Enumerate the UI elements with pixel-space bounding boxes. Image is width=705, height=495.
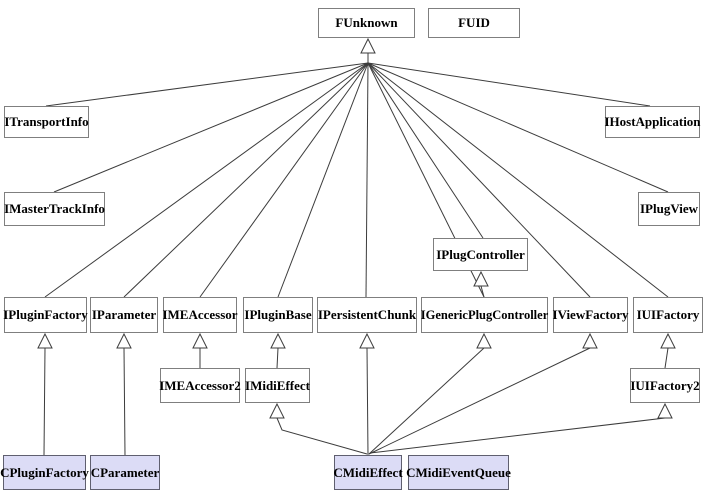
node-iuifactory2[interactable]: IUIFactory2: [630, 368, 700, 403]
edge-iuifactory2-iuifactory: [664, 347, 669, 369]
node-fuid[interactable]: FUID: [428, 8, 520, 38]
edge-cmidieffect-iviewfactory: [368, 347, 591, 455]
node-iparameter[interactable]: IParameter: [90, 297, 158, 333]
node-cpluginfactory[interactable]: CPluginFactory: [0, 455, 89, 490]
arrow-to-iplugcontroller: [473, 270, 489, 287]
edge-iplugcontroller-funknown: [367, 62, 484, 239]
node-iplugcontroller[interactable]: IPlugController: [433, 238, 528, 271]
node-imeaccessor[interactable]: IMEAccessor: [162, 297, 238, 333]
arrow-to-imidieffect: [269, 402, 285, 419]
node-iplugview[interactable]: IPlugView: [638, 192, 700, 226]
edge-cmidieffect-igenericplugcontroller: [368, 347, 485, 455]
arrow-to-iuifactory2: [657, 402, 673, 419]
edge-iuifactory-funknown: [367, 62, 669, 298]
edge-iparameter-funknown: [123, 62, 369, 298]
node-iviewfactory[interactable]: IViewFactory: [552, 297, 629, 333]
arrow-to-iparameter: [116, 332, 132, 349]
arrow-to-funknown: [360, 37, 376, 54]
edge-imastertrackinfo-funknown: [53, 62, 369, 193]
node-cmidieventqueue[interactable]: CMidiEventQueue: [406, 455, 511, 490]
node-funknown[interactable]: FUnknown: [318, 8, 415, 38]
arrow-to-ipluginfactory: [37, 332, 53, 349]
edge-ipluginbase-funknown: [277, 62, 369, 298]
edge-cpluginfactory-ipluginfactory: [43, 347, 46, 456]
edge-ipluginfactory-funknown: [44, 62, 369, 298]
node-ipluginbase[interactable]: IPluginBase: [243, 297, 313, 333]
node-itransportinfo[interactable]: ITransportInfo: [4, 106, 89, 138]
edge-cparameter-iparameter: [123, 347, 126, 456]
edge-ihostapplication-funknown: [367, 62, 651, 107]
arrow-to-ipersistentchunk: [359, 332, 375, 349]
node-ipluginfactory[interactable]: IPluginFactory: [3, 297, 88, 333]
arrow-to-igenericplugcontroller: [476, 332, 492, 349]
node-igenericplugcontroller[interactable]: IGenericPlugController: [421, 297, 548, 333]
edge-itransportinfo-funknown: [45, 62, 369, 107]
edge-cmidieffect-ipersistentchunk: [366, 347, 369, 456]
edge-igenericplugcontroller-iplugcontroller: [480, 285, 485, 298]
edge-cmidieffect-imidieffect: [276, 417, 368, 455]
node-ipersistentchunk[interactable]: IPersistentChunk: [317, 297, 417, 333]
node-cparameter[interactable]: CParameter: [90, 455, 160, 490]
edge-imeaccessor-funknown: [199, 62, 369, 298]
arrow-to-iuifactory: [660, 332, 676, 349]
edge-ipersistentchunk-funknown: [365, 62, 369, 298]
node-imidieffect[interactable]: IMidiEffect: [245, 368, 310, 403]
edge-cmidieffect-iuifactory2: [369, 417, 666, 454]
arrow-to-imeaccessor: [192, 332, 208, 349]
node-ihostapplication[interactable]: IHostApplication: [604, 106, 701, 138]
edge-imidieffect-ipluginbase: [276, 347, 279, 369]
edge-iviewfactory-funknown: [367, 62, 591, 298]
node-cmidieffect[interactable]: CMidiEffect: [333, 455, 403, 490]
node-iuifactory[interactable]: IUIFactory: [633, 297, 703, 333]
arrow-to-ipluginbase: [270, 332, 286, 349]
node-imastertrackinfo[interactable]: IMasterTrackInfo: [4, 192, 105, 226]
arrow-to-iviewfactory: [582, 332, 598, 349]
node-imeaccessor2[interactable]: IMEAccessor2: [159, 368, 241, 403]
edge-iplugview-funknown: [367, 62, 669, 193]
